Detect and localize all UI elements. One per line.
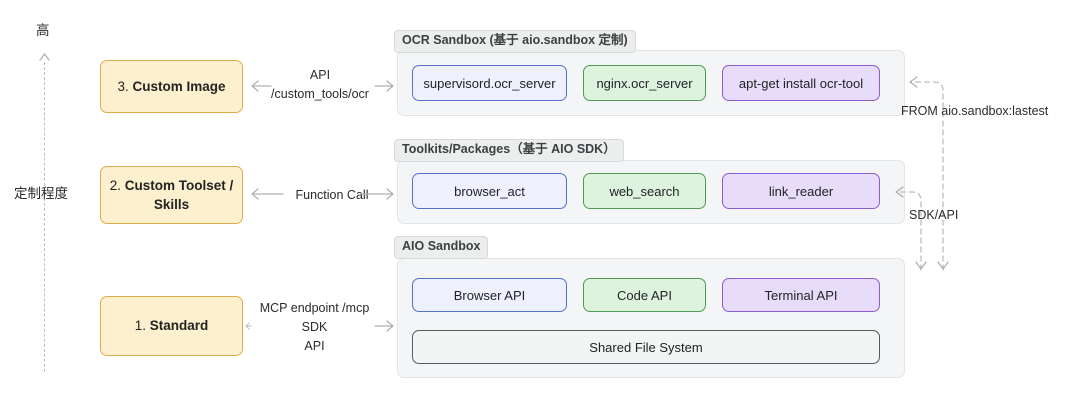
chip-terminal-api[interactable]: Terminal API xyxy=(722,278,880,312)
level-number: 3. xyxy=(117,78,129,94)
left-arrow-icon-ocr xyxy=(249,78,273,94)
up-arrow-icon xyxy=(37,52,52,67)
level-name: Custom Toolset / Skills xyxy=(124,177,234,212)
chip-web-search[interactable]: web_search xyxy=(583,173,706,209)
chip-supervisord-ocr-server[interactable]: supervisord.ocr_server xyxy=(412,65,567,101)
chip-label: browser_act xyxy=(454,183,525,199)
right-arrow-icon-ocr xyxy=(374,78,396,94)
chip-label: Shared File System xyxy=(589,339,703,355)
level-box-custom-image[interactable]: 3. Custom Image xyxy=(100,60,243,113)
chip-shared-file-system[interactable]: Shared File System xyxy=(412,330,880,364)
level-number: 1. xyxy=(134,318,146,334)
chip-label: Terminal API xyxy=(764,287,838,303)
connector-label-function-call: Function Call xyxy=(295,188,369,202)
dashed-flow-connectors xyxy=(895,76,949,271)
chip-browser-act[interactable]: browser_act xyxy=(412,173,567,209)
right-arrow-icon-standard xyxy=(374,318,396,334)
chip-label: nginx.ocr_server xyxy=(596,75,693,91)
chip-label: link_reader xyxy=(768,183,834,199)
left-arrow-icon-function-call xyxy=(249,186,285,202)
connector-label-standard: MCP endpoint /mcp SDK API xyxy=(259,301,370,353)
level-name: Standard xyxy=(149,318,209,334)
level-box-custom-toolset[interactable]: 2. Custom Toolset / Skills xyxy=(100,166,243,224)
chip-label: Browser API xyxy=(453,287,526,303)
level-name: Custom Image xyxy=(132,78,226,94)
level-number: 2. xyxy=(109,177,121,193)
left-arrow-icon-standard xyxy=(243,318,253,334)
level-box-standard[interactable]: 1. Standard xyxy=(100,296,243,356)
chip-browser-api[interactable]: Browser API xyxy=(412,278,567,312)
flow-label-from-image: FROM aio.sandbox:lastest xyxy=(901,104,1049,118)
chip-apt-get-install-ocr-tool[interactable]: apt-get install ocr-tool xyxy=(722,65,880,101)
chip-code-api[interactable]: Code API xyxy=(583,278,706,312)
panel-title-toolkits-packages: Toolkits/Packages（基于 AIO SDK） xyxy=(394,139,624,162)
axis-top-label: 高 xyxy=(36,23,50,38)
chip-link-reader[interactable]: link_reader xyxy=(722,173,880,209)
chip-label: web_search xyxy=(609,183,680,199)
chip-label: Code API xyxy=(617,287,672,303)
right-arrow-icon-function-call xyxy=(360,186,396,202)
chip-label: apt-get install ocr-tool xyxy=(738,75,864,91)
chip-nginx-ocr-server[interactable]: nginx.ocr_server xyxy=(583,65,706,101)
flow-label-sdk-api: SDK/API xyxy=(909,208,959,222)
panel-title-aio-sandbox: AIO Sandbox xyxy=(394,236,489,259)
chip-label: supervisord.ocr_server xyxy=(423,75,556,91)
connector-label-ocr: API /custom_tools/ocr xyxy=(271,68,369,101)
axis-side-label: 定制程度 xyxy=(14,186,68,201)
axis-dashed-line xyxy=(44,62,45,372)
panel-title-ocr-sandbox: OCR Sandbox (基于 aio.sandbox 定制) xyxy=(394,30,636,53)
